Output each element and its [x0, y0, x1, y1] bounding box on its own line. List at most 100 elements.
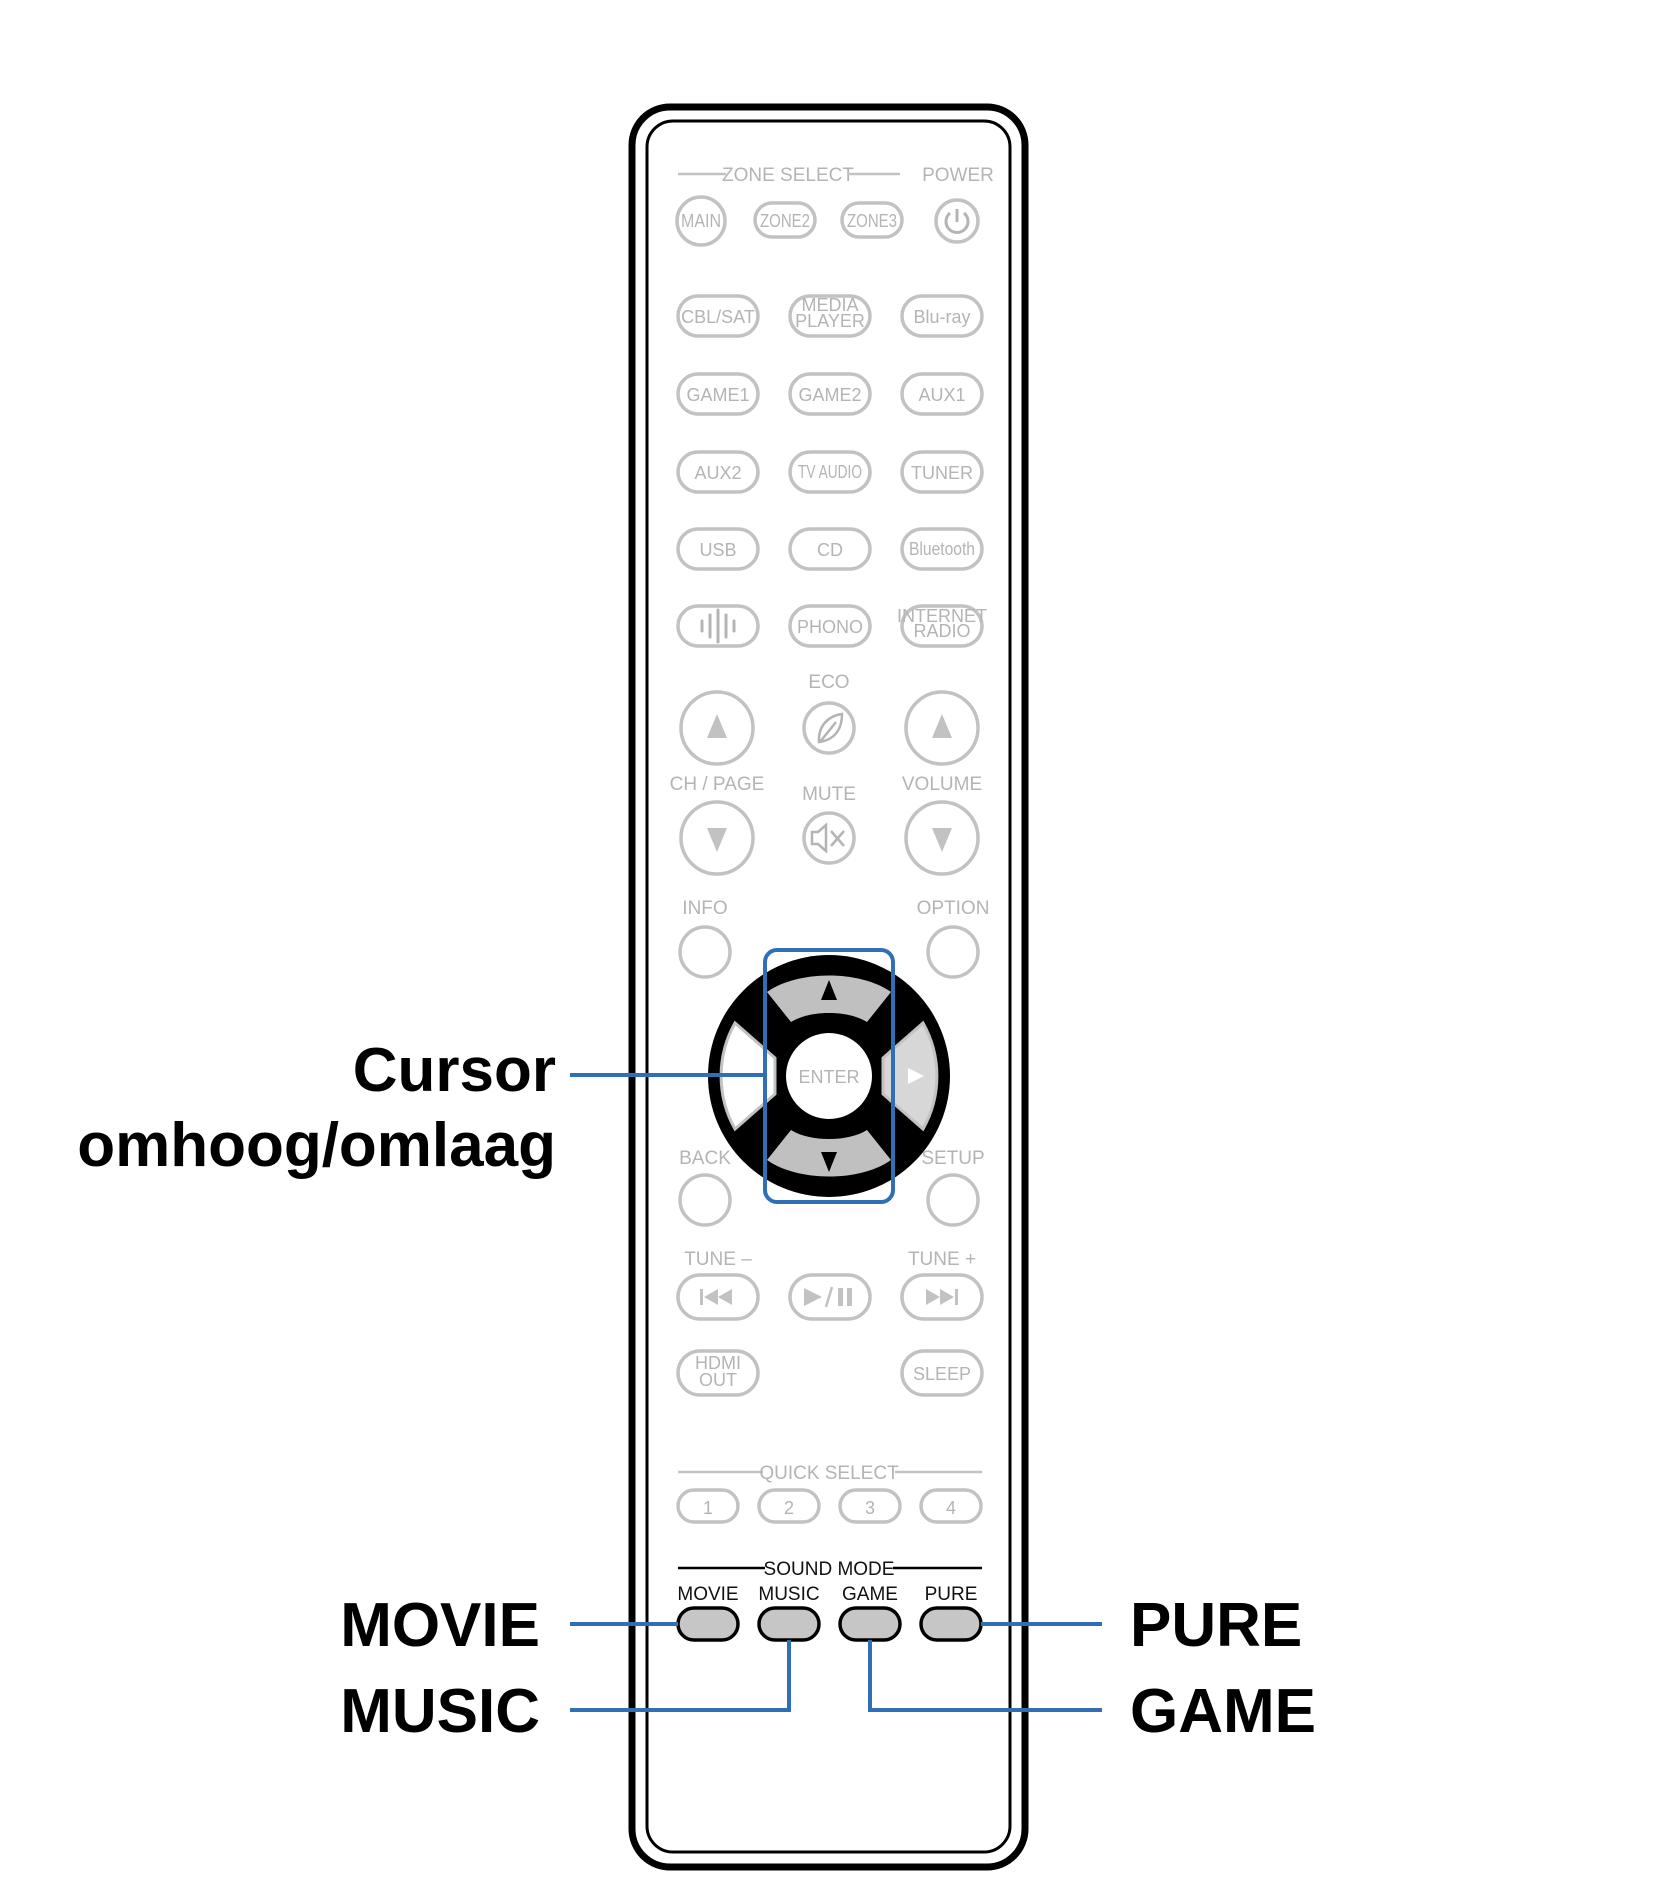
quick-select-2-button[interactable]: 2	[757, 1488, 821, 1524]
game-button[interactable]	[838, 1606, 902, 1642]
power-button[interactable]	[934, 198, 980, 244]
zone-2-label: ZONE2	[760, 211, 810, 231]
source-tuner-button[interactable]: TUNER	[900, 450, 984, 494]
triangle-down-icon	[821, 1152, 837, 1172]
previous-button[interactable]	[676, 1273, 760, 1321]
back-button[interactable]	[678, 1173, 732, 1227]
triangle-up-icon	[821, 980, 837, 1000]
movie-button[interactable]	[676, 1606, 740, 1642]
source-tv-audio-label: TV AUDIO	[798, 462, 862, 482]
callout-cursor-line2: omhoog/omlaag	[77, 1111, 556, 1180]
option-label: OPTION	[917, 898, 990, 919]
zone-main-button[interactable]: MAIN	[675, 195, 727, 247]
source-bluetooth-button[interactable]: Bluetooth	[900, 527, 984, 571]
internet-label-line2: RADIO	[913, 621, 970, 641]
callout-movie: MOVIE	[340, 1591, 540, 1660]
quick-select-4-button[interactable]: 4	[919, 1488, 983, 1524]
music-leader-line	[570, 1640, 791, 1712]
source-aux1-button[interactable]: AUX1	[900, 372, 984, 416]
source-aux2-button[interactable]: AUX2	[676, 450, 760, 494]
sound-mode-label: SOUND MODE	[764, 1559, 895, 1580]
pure-button-label: PURE	[925, 1584, 978, 1605]
internet-label-line1: INTERNET	[897, 606, 987, 626]
setup-button[interactable]	[926, 1173, 980, 1227]
volume-up-button[interactable]	[904, 690, 980, 766]
music-button[interactable]	[757, 1606, 821, 1642]
back-label: BACK	[679, 1148, 731, 1169]
hdmi-out-button[interactable]: HDMI OUT	[676, 1349, 760, 1397]
callout-game: GAME	[1130, 1677, 1316, 1746]
callout-cursor-line1: Cursor	[353, 1036, 556, 1105]
tune-plus-label: TUNE +	[908, 1249, 976, 1270]
movie-button-label: MOVIE	[677, 1584, 738, 1605]
quick-select-4-label: 4	[946, 1498, 956, 1518]
info-label: INFO	[682, 898, 727, 919]
source-cd-button[interactable]: CD	[788, 527, 872, 571]
enter-label: ENTER	[798, 1067, 859, 1087]
enter-button[interactable]: ENTER	[786, 1033, 872, 1119]
source-phono-button[interactable]: PHONO	[788, 604, 872, 648]
quick-select-3-button[interactable]: 3	[838, 1488, 902, 1524]
source-media-player-button[interactable]: MEDIA PLAYER	[788, 294, 872, 338]
triangle-right-icon	[908, 1068, 924, 1084]
callout-music: MUSIC	[340, 1677, 540, 1746]
source-game1-label: GAME1	[686, 385, 749, 405]
triangle-down-icon	[932, 828, 952, 852]
power-label: POWER	[922, 165, 994, 186]
source-game2-label: GAME2	[798, 385, 861, 405]
triangle-down-icon	[707, 828, 727, 852]
volume-label: VOLUME	[902, 774, 982, 795]
source-cbl-sat-label: CBL/SAT	[681, 307, 755, 327]
volume-down-button[interactable]	[904, 800, 980, 876]
source-usb-label: USB	[699, 540, 736, 560]
source-game1-button[interactable]: GAME1	[676, 372, 760, 416]
zone-3-button[interactable]: ZONE3	[840, 201, 904, 239]
source-aux1-label: AUX1	[918, 385, 965, 405]
ch-page-down-button[interactable]	[679, 800, 755, 876]
quick-select-1-button[interactable]: 1	[676, 1488, 740, 1524]
hdmi-label-line1: HDMI	[695, 1353, 741, 1373]
quick-select-3-label: 3	[865, 1498, 875, 1518]
cursor-pad: ENTER	[708, 955, 950, 1197]
hdmi-label-line2: OUT	[699, 1370, 737, 1390]
tune-minus-label: TUNE –	[684, 1249, 752, 1270]
option-button[interactable]	[926, 925, 980, 979]
zone-2-button[interactable]: ZONE2	[753, 201, 817, 239]
power-icon	[944, 209, 970, 234]
source-game2-button[interactable]: GAME2	[788, 372, 872, 416]
source-cbl-sat-button[interactable]: CBL/SAT	[676, 294, 760, 338]
triangle-up-icon	[707, 714, 727, 738]
media-label-line1: MEDIA	[801, 295, 858, 315]
eco-button[interactable]	[802, 701, 856, 755]
pure-button[interactable]	[919, 1606, 983, 1642]
ch-page-up-button[interactable]	[679, 690, 755, 766]
media-label-line2: PLAYER	[795, 311, 865, 331]
play-pause-icon	[804, 1286, 852, 1308]
source-blu-ray-button[interactable]: Blu-ray	[900, 294, 984, 338]
next-button[interactable]	[900, 1273, 984, 1321]
source-tv-audio-button[interactable]: TV AUDIO	[788, 450, 872, 494]
source-phono-label: PHONO	[797, 617, 863, 637]
info-button[interactable]	[678, 925, 732, 979]
quick-select-label: QUICK SELECT	[759, 1463, 899, 1484]
source-internet-radio-button[interactable]: INTERNET RADIO	[897, 604, 987, 648]
sleep-button[interactable]: SLEEP	[900, 1349, 984, 1397]
play-pause-button[interactable]	[788, 1273, 872, 1321]
source-heos-button[interactable]	[676, 604, 760, 648]
game-button-label: GAME	[842, 1584, 898, 1605]
zone-3-label: ZONE3	[847, 211, 897, 231]
eco-label: ECO	[808, 672, 849, 693]
source-blu-ray-label: Blu-ray	[913, 307, 970, 327]
quick-select-1-label: 1	[703, 1498, 713, 1518]
speaker-mute-icon	[810, 822, 845, 854]
source-usb-button[interactable]: USB	[676, 527, 760, 571]
sleep-label: SLEEP	[913, 1364, 971, 1384]
music-button-label: MUSIC	[758, 1584, 819, 1605]
zone-select-label: ZONE SELECT	[722, 165, 854, 186]
mute-button[interactable]	[802, 811, 856, 865]
zone-main-label: MAIN	[681, 211, 721, 231]
ch-page-label: CH / PAGE	[670, 774, 765, 795]
setup-label: SETUP	[921, 1148, 984, 1169]
